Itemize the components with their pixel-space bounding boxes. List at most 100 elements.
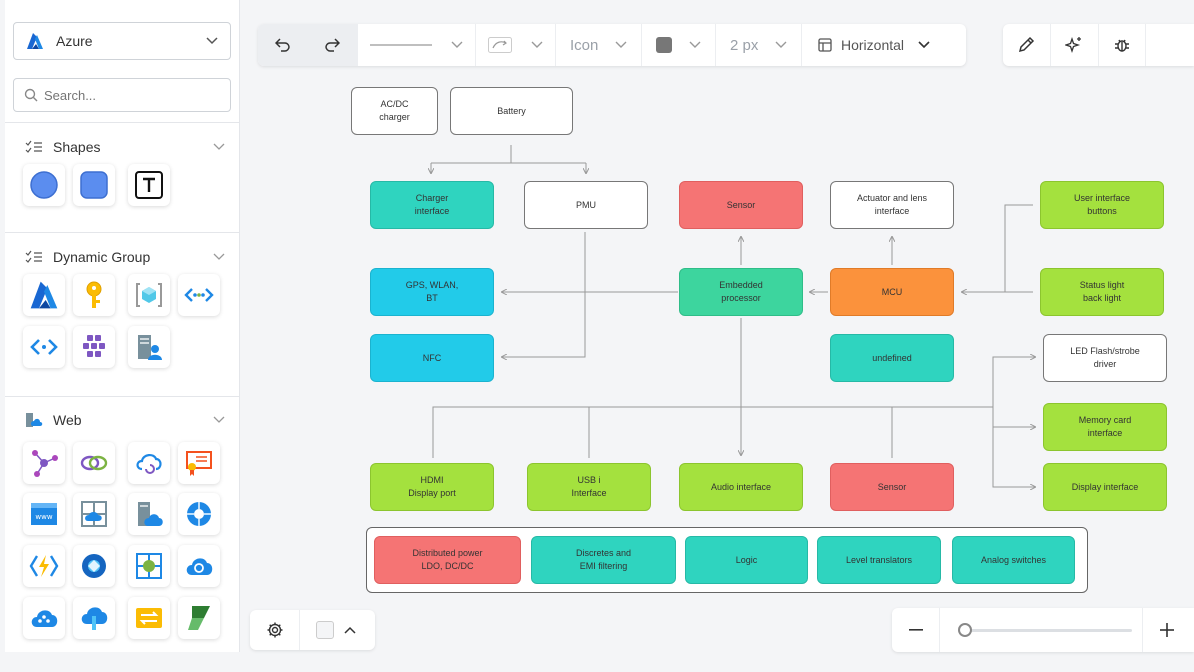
app-gallery-icon <box>81 501 107 527</box>
format-toolbar: Icon 2 px Horizontal <box>258 24 966 66</box>
node-actuator-lens[interactable]: Actuator and lens interface <box>830 181 954 229</box>
cloud-network-icon <box>31 610 58 627</box>
node-charger-interface[interactable]: Charger interface <box>370 181 494 229</box>
shape-server-user[interactable] <box>128 326 170 368</box>
shape-power-apps[interactable] <box>178 597 220 639</box>
magic-button[interactable] <box>1051 24 1099 66</box>
node-ui-buttons[interactable]: User interface buttons <box>1040 181 1164 229</box>
layout-label: Horizontal <box>841 37 905 53</box>
undo-icon <box>274 38 290 52</box>
shape-code-brackets[interactable] <box>23 326 65 368</box>
shape-rounded-square[interactable] <box>73 164 115 206</box>
node-nfc[interactable]: NFC <box>370 334 494 382</box>
node-sensor[interactable]: Sensor <box>679 181 803 229</box>
shape-resource-group[interactable] <box>128 274 170 316</box>
layout-dropdown[interactable]: Horizontal <box>802 24 946 66</box>
node-led-flash-driver[interactable]: LED Flash/strobe driver <box>1043 334 1167 382</box>
zoom-slider[interactable] <box>958 622 1132 637</box>
shape-server-cloud[interactable] <box>128 493 170 535</box>
node-level-translators[interactable]: Level translators <box>817 536 941 584</box>
minus-icon <box>908 629 923 631</box>
shape-app-gallery[interactable] <box>73 493 115 535</box>
redo-button[interactable] <box>315 28 349 62</box>
shape-app-grid[interactable] <box>128 545 170 587</box>
connector-style-dropdown[interactable] <box>476 24 556 66</box>
node-display-interface[interactable]: Display interface <box>1043 463 1167 511</box>
node-usb[interactable]: USB i Interface <box>527 463 651 511</box>
background-toggle[interactable] <box>300 621 356 639</box>
node-distributed-power[interactable]: Distributed power LDO, DC/DC <box>374 536 521 584</box>
node-gps-wlan-bt[interactable]: GPS, WLAN, BT <box>370 268 494 316</box>
more-button[interactable] <box>1146 24 1194 66</box>
font-label: Icon <box>570 36 599 54</box>
node-sensor-2[interactable]: Sensor <box>830 463 954 511</box>
node-embedded-processor[interactable]: Embedded processor <box>679 268 803 316</box>
line-style-dropdown[interactable] <box>358 24 476 66</box>
text-shape-icon <box>135 171 163 199</box>
settings-button[interactable] <box>250 610 300 650</box>
tools-toolbar <box>1003 24 1194 66</box>
shape-azure-sphere[interactable] <box>178 493 220 535</box>
server-cloud-icon <box>138 502 163 526</box>
node-audio-interface[interactable]: Audio interface <box>679 463 803 511</box>
shape-key[interactable] <box>73 274 115 316</box>
shape-switch[interactable] <box>128 597 170 639</box>
bug-icon <box>1114 39 1129 52</box>
plus-icon <box>1159 623 1174 637</box>
shape-links[interactable] <box>73 442 115 484</box>
node-mcu[interactable]: MCU <box>830 268 954 316</box>
section-header-dynamic-group[interactable]: Dynamic Group <box>25 249 225 265</box>
chevron-down-icon <box>615 41 627 48</box>
links-icon <box>80 455 108 471</box>
library-select[interactable]: Azure <box>13 22 231 60</box>
section-header-web[interactable]: Web <box>25 412 225 428</box>
shape-azure-ring[interactable] <box>73 545 115 587</box>
cloud-refresh-icon <box>136 454 162 474</box>
node-battery[interactable]: Battery <box>450 87 573 135</box>
shape-network[interactable] <box>23 442 65 484</box>
curved-connector-icon <box>488 37 512 53</box>
www-icon: www <box>31 503 57 525</box>
shape-cluster[interactable] <box>73 326 115 368</box>
shape-azure-logo[interactable] <box>23 274 65 316</box>
zoom-out-button[interactable] <box>892 608 940 652</box>
shape-cloud-search[interactable] <box>178 545 220 587</box>
shape-cloud-refresh[interactable] <box>128 442 170 484</box>
stroke-width-label: 2 px <box>730 36 759 54</box>
stroke-width-dropdown[interactable]: 2 px <box>716 24 802 66</box>
shape-library-sidebar: Azure Shapes Dynamic Group <box>5 0 240 652</box>
debug-button[interactable] <box>1099 24 1147 66</box>
search-input[interactable] <box>44 87 214 103</box>
pencil-button[interactable] <box>1003 24 1051 66</box>
node-acdc-charger[interactable]: AC/DC charger <box>351 87 438 135</box>
node-hdmi[interactable]: HDMI Display port <box>370 463 494 511</box>
color-dropdown[interactable] <box>642 24 716 66</box>
shape-cloud-upload[interactable] <box>73 597 115 639</box>
shape-cloud-network[interactable] <box>23 597 65 639</box>
switch-icon <box>136 608 162 628</box>
node-discretes-emi[interactable]: Discretes and EMI filtering <box>531 536 676 584</box>
search-field[interactable] <box>13 78 231 112</box>
shape-www[interactable]: www <box>23 493 65 535</box>
shape-function-app[interactable] <box>23 545 65 587</box>
node-memory-card[interactable]: Memory card interface <box>1043 403 1167 451</box>
shape-circle[interactable] <box>23 164 65 206</box>
undo-button[interactable] <box>266 28 300 62</box>
shape-text[interactable] <box>128 164 170 206</box>
font-dropdown[interactable]: Icon <box>556 24 642 66</box>
node-status-light[interactable]: Status light back light <box>1040 268 1164 316</box>
azure-logo-icon <box>30 281 58 309</box>
shape-peering[interactable] <box>178 274 220 316</box>
node-logic[interactable]: Logic <box>685 536 808 584</box>
section-header-shapes[interactable]: Shapes <box>25 139 225 155</box>
node-analog-switches[interactable]: Analog switches <box>952 536 1075 584</box>
chevron-down-icon <box>213 253 225 260</box>
node-pmu[interactable]: PMU <box>524 181 648 229</box>
function-app-icon <box>29 555 59 577</box>
node-undefined[interactable]: undefined <box>830 334 954 382</box>
search-icon <box>24 88 38 102</box>
zoom-slider-thumb[interactable] <box>958 622 972 637</box>
shape-certificate[interactable] <box>178 442 220 484</box>
section-title: Shapes <box>53 139 101 155</box>
zoom-in-button[interactable] <box>1142 608 1190 652</box>
